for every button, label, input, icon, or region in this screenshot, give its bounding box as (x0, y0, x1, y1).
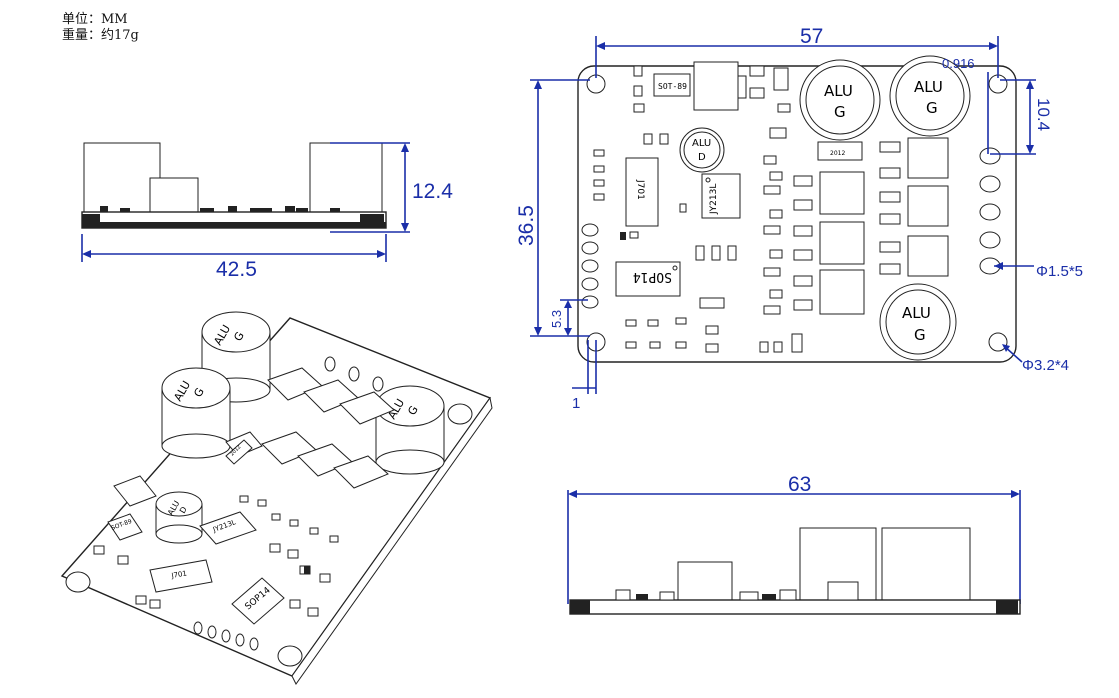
iso-capacitor-2: ALU G (161, 367, 231, 459)
iso-mount-hole-2 (277, 645, 303, 667)
capacitor-left (83, 142, 161, 214)
dim-small-hole: Φ1.5*5 (1036, 263, 1083, 280)
ic-sop14: SOP14 (615, 261, 681, 297)
svg-text:JY213L: JY213L (709, 184, 719, 215)
svg-text:2012: 2012 (830, 150, 845, 157)
mount-hole-bottom-right (988, 332, 1008, 352)
pcb-bottom-layer (82, 222, 386, 228)
iso-part-2012: 2012 (225, 439, 253, 465)
svg-text:ALU: ALU (914, 78, 943, 96)
side-small-parts (100, 206, 340, 212)
side-view-small: 12.4 42.5 (81, 142, 453, 281)
svg-text:J701: J701 (170, 569, 188, 580)
pin-holes-right (979, 147, 1001, 275)
iso-capacitor-d: ALU D (155, 491, 203, 544)
mosfet-array (793, 137, 949, 315)
capacitor-top-1: ALU G (799, 59, 881, 141)
dim-pin-pitch: 5.3 (549, 310, 564, 328)
iso-ic-j701: J701 (149, 559, 213, 593)
iso-ic-jy213l: JY213L (199, 511, 257, 545)
dim-side-height: 12.4 (412, 180, 453, 203)
dim-side-width: 42.5 (216, 258, 257, 281)
svg-text:G: G (834, 103, 846, 121)
capacitor-d: ALU D (679, 127, 725, 173)
iso-capacitor-3: ALU G (375, 385, 445, 475)
iso-ic-sop14: SOP14 (231, 577, 285, 625)
pin-holes-left (581, 223, 599, 309)
capacitor-bottom: ALU G (879, 283, 957, 361)
ic-jy213l: JY213L (701, 173, 741, 219)
iso-pin-holes (193, 356, 384, 651)
capacitor-right (309, 142, 383, 214)
dim-hole-offset-y: 10.4 (1034, 98, 1053, 131)
svg-text:D: D (698, 152, 706, 163)
side-inductor (677, 561, 733, 603)
svg-text:G: G (926, 99, 938, 117)
side-capacitor-2 (881, 527, 971, 603)
svg-text:ALU: ALU (692, 138, 711, 149)
ic-j701: J701 (625, 157, 659, 227)
dim-edge-offset: 1 (572, 395, 580, 412)
dim-hole-offset-x: 0.916 (942, 56, 975, 71)
spec-notes: 单位：MM 重量：约17g (62, 12, 139, 44)
dim-top-width: 57 (800, 25, 823, 48)
part-2012: 2012 (817, 141, 863, 161)
iso-sot89: SOT-89 (107, 513, 143, 541)
standoff-left (82, 214, 100, 228)
dim-mount-hole: Φ3.2*4 (1022, 357, 1069, 374)
iso-smd-parts (93, 495, 339, 617)
svg-text:J701: J701 (635, 179, 645, 200)
iso-mosfets (113, 367, 395, 507)
svg-text:ALU: ALU (902, 304, 931, 322)
svg-text:G: G (914, 326, 926, 344)
unit-note: 单位：MM (62, 12, 128, 27)
capacitor-top-2: ALU G (889, 55, 971, 137)
isometric-view: ALU G ALU G ALU G ALU D (60, 311, 493, 685)
inductor-body (149, 177, 199, 215)
svg-text:SOT-89: SOT-89 (658, 82, 687, 91)
svg-text:ALU: ALU (824, 82, 853, 100)
svg-text:D: D (178, 505, 189, 515)
dim-length: 63 (788, 473, 811, 496)
smd-parts (593, 65, 803, 353)
svg-text:SOP14: SOP14 (633, 269, 672, 284)
top-view: ALU G ALU G ALU G ALU D SOT-89 (515, 25, 1083, 412)
dim-height: 36.5 (515, 205, 538, 246)
standoff-right (360, 214, 384, 228)
weight-note: 重量：约17g (62, 28, 139, 43)
side-pcb (569, 599, 1021, 615)
side-view-large: 63 (567, 473, 1021, 615)
iso-mount-hole-1 (65, 571, 91, 593)
iso-mount-hole-3 (447, 403, 473, 425)
sot89-regulator: SOT-89 (653, 61, 765, 111)
